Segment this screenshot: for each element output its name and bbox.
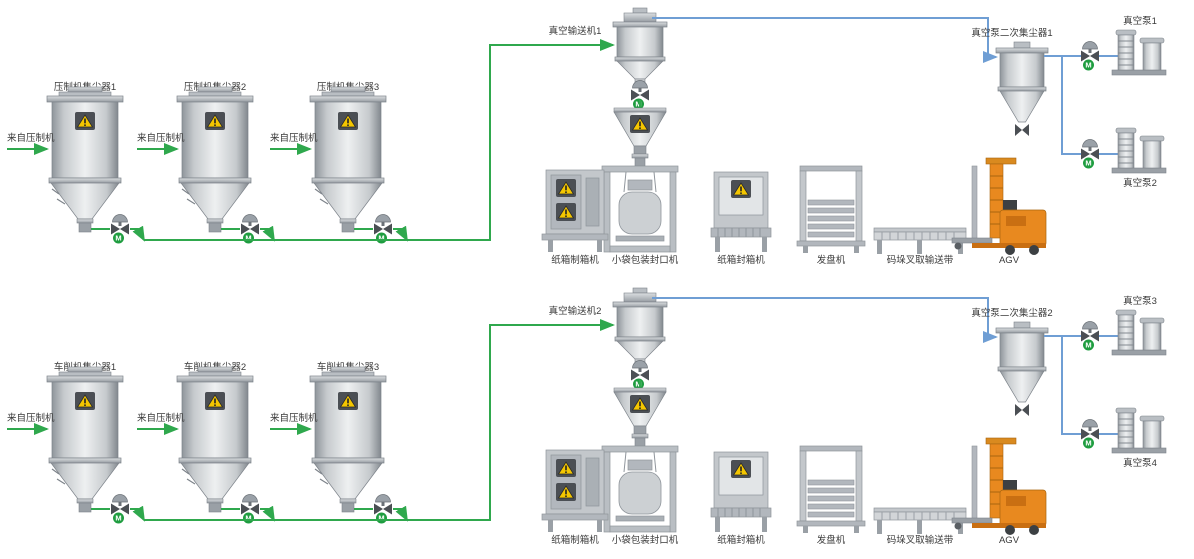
bagging-hopper-t[interactable] [614,108,666,166]
conveying-header-bottom [144,319,615,521]
secondary-collector-1[interactable] [995,41,1049,137]
carton-sealing-machine-t[interactable] [711,172,771,252]
lathe-dust-collector-2[interactable] [177,367,253,512]
vacuum-pipe-bottom [652,297,998,343]
agv-b[interactable] [951,437,1047,536]
inlet-label-b1: 来自压制机 [7,412,55,424]
collector-valve-t1[interactable] [110,214,130,244]
pallet-dispenser-t[interactable] [796,165,866,254]
bagging-hopper-b[interactable] [614,388,666,446]
valve-out-b2 [260,505,275,522]
vacuum-receiver-2[interactable] [612,287,668,364]
pump-valve-b1[interactable] [1080,321,1100,351]
carton-making-machine-t[interactable] [542,170,608,252]
pump-valve-b2[interactable] [1080,419,1100,449]
vacuum-pump-4[interactable] [1111,407,1167,454]
inlet-label-b2: 来自压制机 [137,412,185,424]
vacuum-receiver-1[interactable] [612,7,668,84]
bag-filling-station-t[interactable] [601,165,679,253]
carton-making-machine-b[interactable] [542,450,608,532]
press-dust-collector-2[interactable] [177,87,253,232]
line-bottom: 车削机集尘器1 来自压制机 车削机集尘器2 来自压制机 车削机集尘器3 来自压制… [7,287,1167,546]
press-dust-collector-1[interactable] [47,87,123,232]
line-top: 压制机集尘器1 来自压制机 压制机集尘器2 来自压制机 压制机集尘器3 来自压制… [7,7,1167,266]
machine-label-t1: 小袋包装封口机 [612,254,679,266]
conveyor-label-bottom: 真空输送机2 [549,305,602,317]
collector-valve-b1[interactable] [110,494,130,524]
carton-sealing-machine-b[interactable] [711,452,771,532]
valve-out-b3 [393,505,408,522]
pump-label-t1: 真空泵1 [1123,15,1157,27]
pump-valve-t2[interactable] [1080,139,1100,169]
secondary-collector-label-t: 真空泵二次集尘器1 [971,27,1052,39]
lathe-dust-collector-1[interactable] [47,367,123,512]
secondary-collector-label-b: 真空泵二次集尘器2 [971,307,1052,319]
machine-label-t4: 码垛叉取输送带 [887,254,954,266]
machine-label-b1: 小袋包装封口机 [612,534,679,546]
inlet-label-b3: 来自压制机 [270,412,318,424]
pump-pipe-t2 [1061,56,1081,155]
pump-valve-t1[interactable] [1080,41,1100,71]
conveyor-label-top: 真空输送机1 [549,25,602,37]
machine-label-t3: 发盘机 [817,254,846,266]
conveying-header-top [144,39,615,241]
machine-label-b0: 纸箱制箱机 [551,534,599,546]
vacuum-pump-2[interactable] [1111,127,1167,174]
secondary-collector-2[interactable] [995,321,1049,417]
machine-label-t0: 纸箱制箱机 [551,254,599,266]
agv-t[interactable] [951,157,1047,256]
machine-label-b4: 码垛叉取输送带 [887,534,954,546]
pump-label-t2: 真空泵2 [1123,177,1157,189]
pallet-dispenser-b[interactable] [796,445,866,534]
pump-label-b2: 真空泵4 [1123,457,1157,469]
machine-label-b3: 发盘机 [817,534,846,546]
valve-out-t2 [260,225,275,242]
valve-out-b1 [130,505,145,522]
machine-label-b5: AGV [999,535,1020,546]
vacuum-pipe-top [652,17,998,63]
press-dust-collector-3[interactable] [310,87,386,232]
inlet-label-t3: 来自压制机 [270,132,318,144]
lathe-dust-collector-3[interactable] [310,367,386,512]
vacuum-pump-3[interactable] [1111,309,1167,356]
pump-label-b1: 真空泵3 [1123,295,1157,307]
machine-label-t2: 纸箱封箱机 [717,254,765,266]
pump-pipe-b2 [1061,336,1081,435]
bag-filling-station-b[interactable] [601,445,679,533]
machine-label-b2: 纸箱封箱机 [717,534,765,546]
vacuum-pump-1[interactable] [1111,29,1167,76]
inlet-label-t1: 来自压制机 [7,132,55,144]
inlet-label-t2: 来自压制机 [137,132,185,144]
machine-label-t5: AGV [999,255,1020,266]
valve-out-t1 [130,225,145,242]
valve-out-t3 [393,225,408,242]
